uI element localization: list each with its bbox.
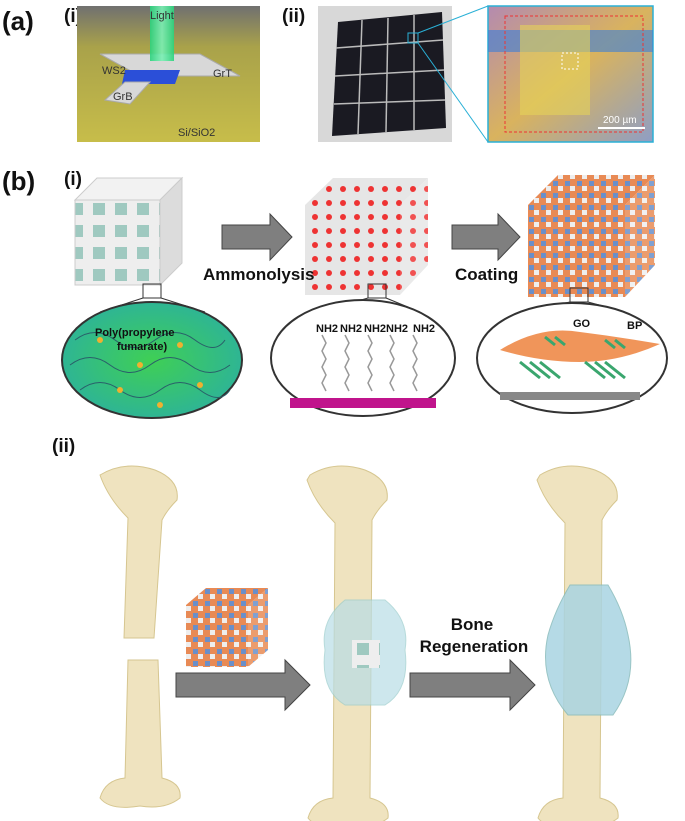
polymer-label-1: Poly(propylene: [95, 327, 174, 339]
ppf-scaffold-cube: [73, 176, 184, 287]
panel-label-b-i: (i): [64, 169, 82, 190]
regeneration-label: Regeneration: [420, 637, 529, 656]
substrate-label: Si/SiO2: [178, 127, 215, 139]
implanted-femur: [306, 465, 407, 821]
panel-label-a-ii: (ii): [282, 6, 305, 27]
gr-bottom-label: GrB: [113, 91, 133, 103]
polymer-network-ellipse: Poly(propylene fumarate): [61, 301, 243, 419]
amine-label: NH2: [386, 323, 408, 335]
coating-label: Coating: [455, 265, 518, 284]
amine-label: NH2: [413, 323, 435, 335]
fractured-femur: [99, 465, 181, 808]
panel-label-b-ii: (ii): [52, 436, 75, 457]
gr-top-label: GrT: [213, 68, 232, 80]
bone-label: Bone: [451, 615, 494, 634]
device-array-photo: [318, 5, 489, 143]
coated-scaffold-cube: [528, 175, 655, 297]
light-label: Light: [150, 10, 174, 22]
go-label: GO: [573, 318, 591, 330]
process-arrow: [175, 658, 536, 712]
ammonolysis-label: Ammonolysis: [203, 265, 314, 284]
polymer-label-2: fumarate): [117, 341, 167, 353]
amine-surface-ellipse: NH2 NH2 NH2 NH2 NH2: [270, 299, 456, 417]
micrograph-inset: 200 µm: [487, 5, 654, 143]
amine-label: NH2: [340, 323, 362, 335]
panel-label-b: (b): [2, 166, 35, 196]
device-schematic: Light WS2 GrT GrB Si/SiO2: [77, 6, 260, 142]
process-arrow: [221, 212, 521, 262]
panel-label-a: (a): [2, 6, 34, 36]
amine-label: NH2: [364, 323, 386, 335]
aminated-scaffold-cube: [305, 178, 428, 295]
amine-label: NH2: [316, 323, 338, 335]
ws2-label: WS2: [102, 65, 126, 77]
regenerated-femur: [536, 465, 632, 821]
scale-bar-label: 200 µm: [603, 115, 637, 126]
go-bp-coating-ellipse: GO BP: [476, 302, 668, 414]
small-scaffold-cube: [186, 588, 268, 667]
bp-label: BP: [627, 320, 642, 332]
